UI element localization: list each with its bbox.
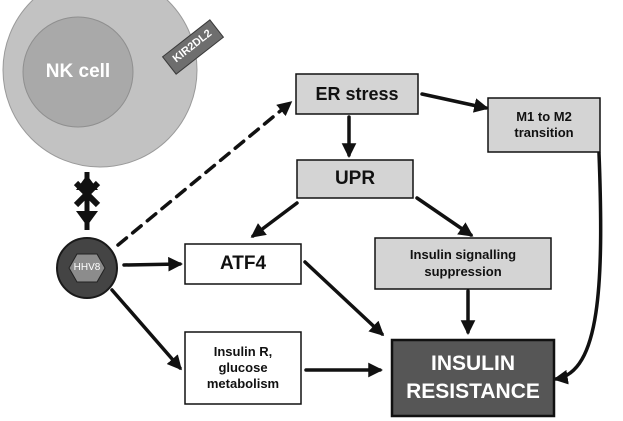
edge-hhv8-insulin-r [110,288,182,371]
insulin-r-label: Insulin R, glucose metabolism [185,332,301,404]
insulin-resistance-label: INSULIN RESISTANCE [392,340,554,416]
atf4-label: ATF4 [219,253,267,275]
m1m2-label-line2: transition [514,125,574,140]
insulin-resistance-box [390,338,556,418]
hhv8-virus [56,237,118,299]
blocked-arrow-head-down [76,211,98,226]
edge-upr-insulin-signalling [415,196,474,237]
edge-er-m1m2 [420,92,489,113]
er-stress-box [295,73,419,115]
block-cross-b [73,180,101,208]
insulin-r-line2: glucose [218,359,268,375]
edge-hhv8-er-stress [116,101,293,247]
edge-m1m2-insulin-resistance [553,151,603,385]
hhv8-label: HHV8 [73,261,101,273]
insulin-r-line3: metabolism [206,376,280,392]
atf4-box [184,243,302,285]
nk-cell [2,0,198,168]
insulin-signalling-box [374,237,552,290]
blocked-interaction-arrow [73,172,101,230]
edge-upr-atf4 [250,201,299,238]
diagram-nodes [184,73,601,418]
insulin-signalling-label: Insulin signalling suppression [375,238,551,289]
kir2dl2-receptor-body [161,19,225,75]
kir2dl2-receptor [161,19,225,75]
insulin-r-box [184,331,302,405]
m1m2-label: M1 to M2 transition [488,98,600,152]
m1m2-box [487,97,601,153]
insulin-signalling-line1: Insulin signalling [409,247,517,263]
edge-atf4-insulin-resistance [303,260,385,337]
nk-cell-label: NK cell [45,61,111,83]
nk-cell-nucleus [22,16,134,128]
insulin-signalling-line2: suppression [424,263,502,279]
insulin-r-line1: Insulin R, [213,343,273,359]
upr-label: UPR [334,168,376,190]
upr-box [296,159,414,199]
m1m2-label-line1: M1 to M2 [516,108,572,124]
diagram-edges [110,92,603,385]
insulin-resistance-line2: RESISTANCE [406,380,540,403]
insulin-resistance-line1: INSULIN [431,351,515,375]
er-stress-label: ER stress [315,83,399,104]
hhv8-hexagon [68,253,106,283]
edge-hhv8-atf4 [122,256,183,272]
